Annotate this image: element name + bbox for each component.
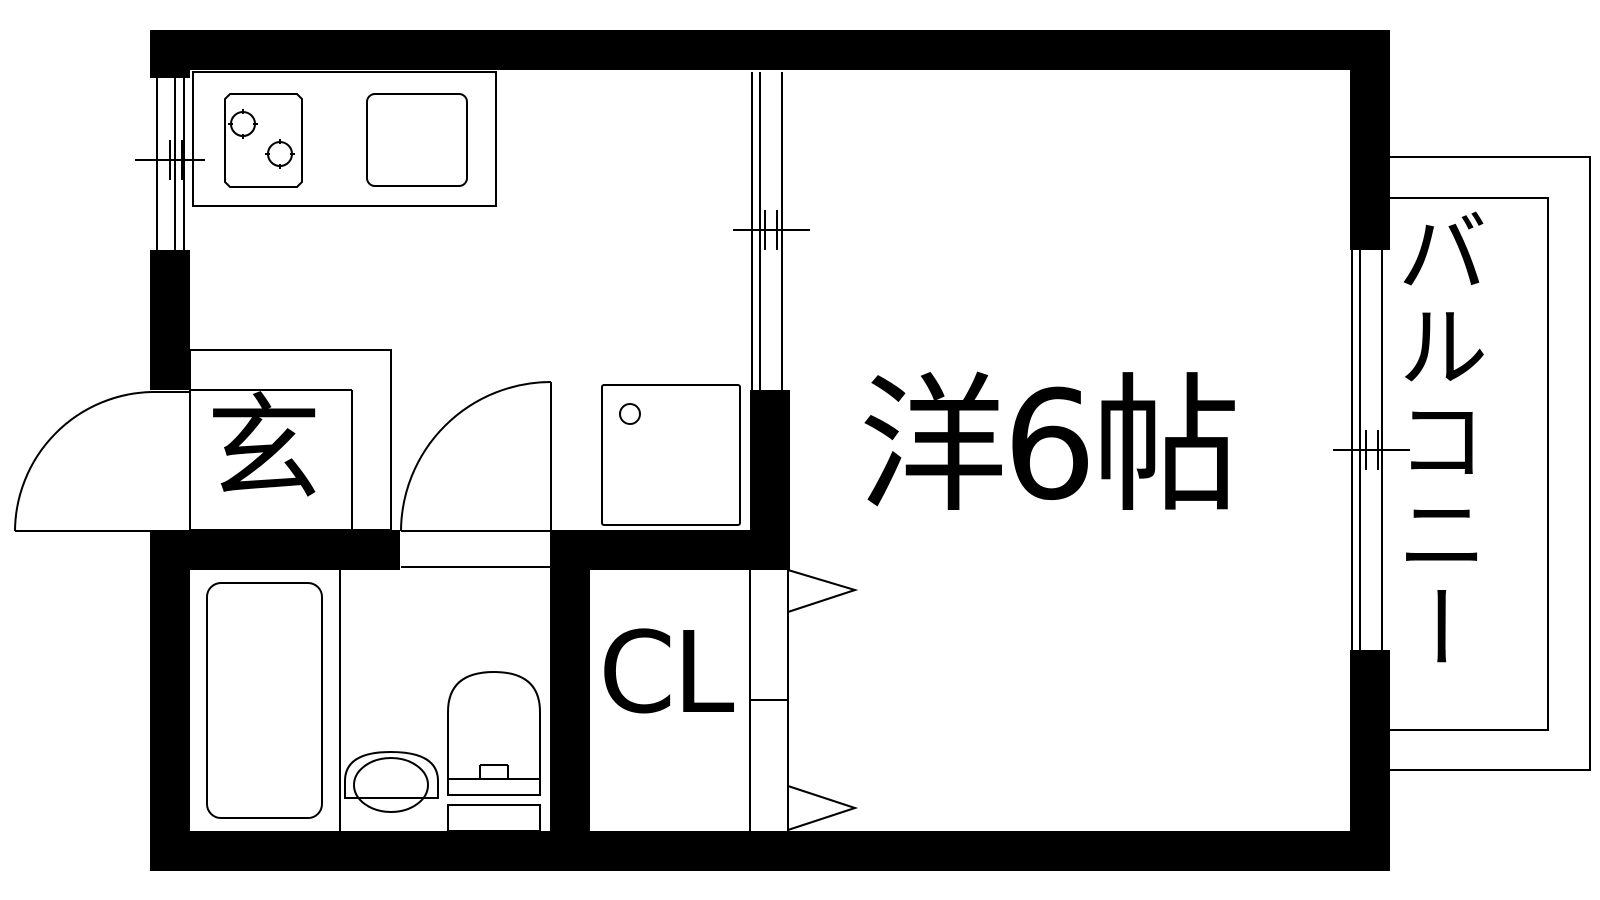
right-window [1333,250,1410,650]
entrance-door [14,391,190,532]
sink-icon [366,93,468,187]
toilet-icon [447,670,541,832]
stove-icon [224,93,303,188]
wall-left-lower [150,530,190,871]
wall-left-upper [150,30,190,78]
wall-bath-top [150,530,400,570]
wall-bottom [150,831,1390,871]
wall-right-lower [1350,650,1390,871]
balcony [1390,156,1591,771]
kitchen-counter [192,71,497,207]
shoe-cabinet [189,349,392,531]
kitchen-door [400,381,552,568]
washbasin-icon [344,750,439,813]
walls [150,30,1390,871]
entrance-label: 玄 [206,382,322,517]
balcony-label: バルコニー [1381,205,1488,675]
wall-bath-divider [550,530,590,871]
main-room-label: 洋6帖 [858,360,1241,534]
left-window [135,72,205,250]
wall-right-upper [1350,30,1390,250]
wall-kitchen-room-lower [750,390,790,570]
closet-doors [749,569,859,831]
thin-lines [14,71,1591,832]
kitchen-room-window [733,72,810,390]
closet-label: CL [598,609,735,739]
bathtub-icon [206,582,323,819]
washing-machine-pan-icon [601,384,741,526]
wall-left-middle [150,250,190,390]
wall-top [150,30,1390,70]
